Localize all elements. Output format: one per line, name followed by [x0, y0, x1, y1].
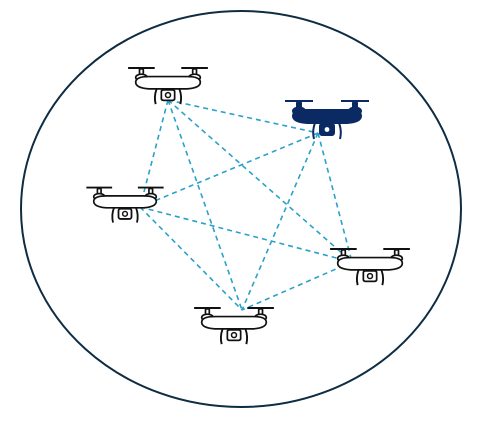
drone-top-left	[127, 67, 209, 106]
links-layer	[139, 99, 353, 311]
camera-lens-icon	[230, 331, 238, 339]
link-top-left-middle-left	[139, 99, 169, 208]
swarm-boundary	[20, 10, 462, 408]
link-leader-middle-left	[139, 132, 319, 208]
nodes-layer	[85, 67, 411, 346]
drone-filled-icon	[284, 100, 370, 140]
drone-leader	[284, 100, 370, 140]
link-middle-left-right	[139, 206, 353, 263]
camera-lens-icon	[164, 91, 172, 99]
camera-lens-icon	[324, 127, 330, 132]
link-middle-left-bottom	[139, 206, 243, 311]
link-top-left-bottom	[167, 99, 243, 311]
link-right-bottom	[241, 261, 353, 311]
camera-lens-icon	[366, 272, 374, 280]
link-leader-right	[317, 132, 353, 263]
camera-lens-icon	[121, 210, 129, 217]
link-top-left-right	[167, 99, 353, 263]
drone-middle-left	[85, 186, 165, 224]
link-top-left-leader	[167, 99, 319, 134]
drone-bottom	[193, 307, 275, 346]
drone-right	[329, 248, 411, 287]
